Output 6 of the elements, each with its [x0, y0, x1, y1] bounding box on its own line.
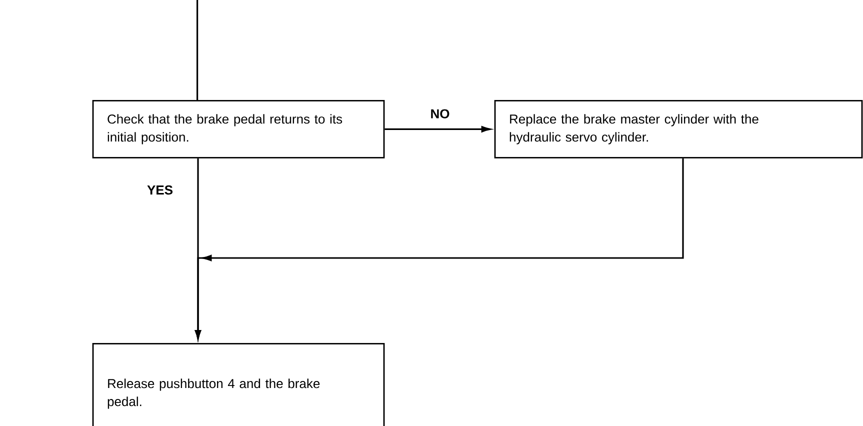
edge-label: NO — [429, 108, 451, 120]
process-box: Release pushbutton 4 and the brake pedal. — [92, 343, 385, 426]
process-box: Replace the brake master cylinder with the hydraulic servo cylinder. — [494, 100, 863, 158]
edge-label: YES — [146, 184, 174, 196]
process-box: Check that the brake pedal returns to its initial position. — [92, 100, 385, 158]
arrow — [194, 158, 684, 340]
